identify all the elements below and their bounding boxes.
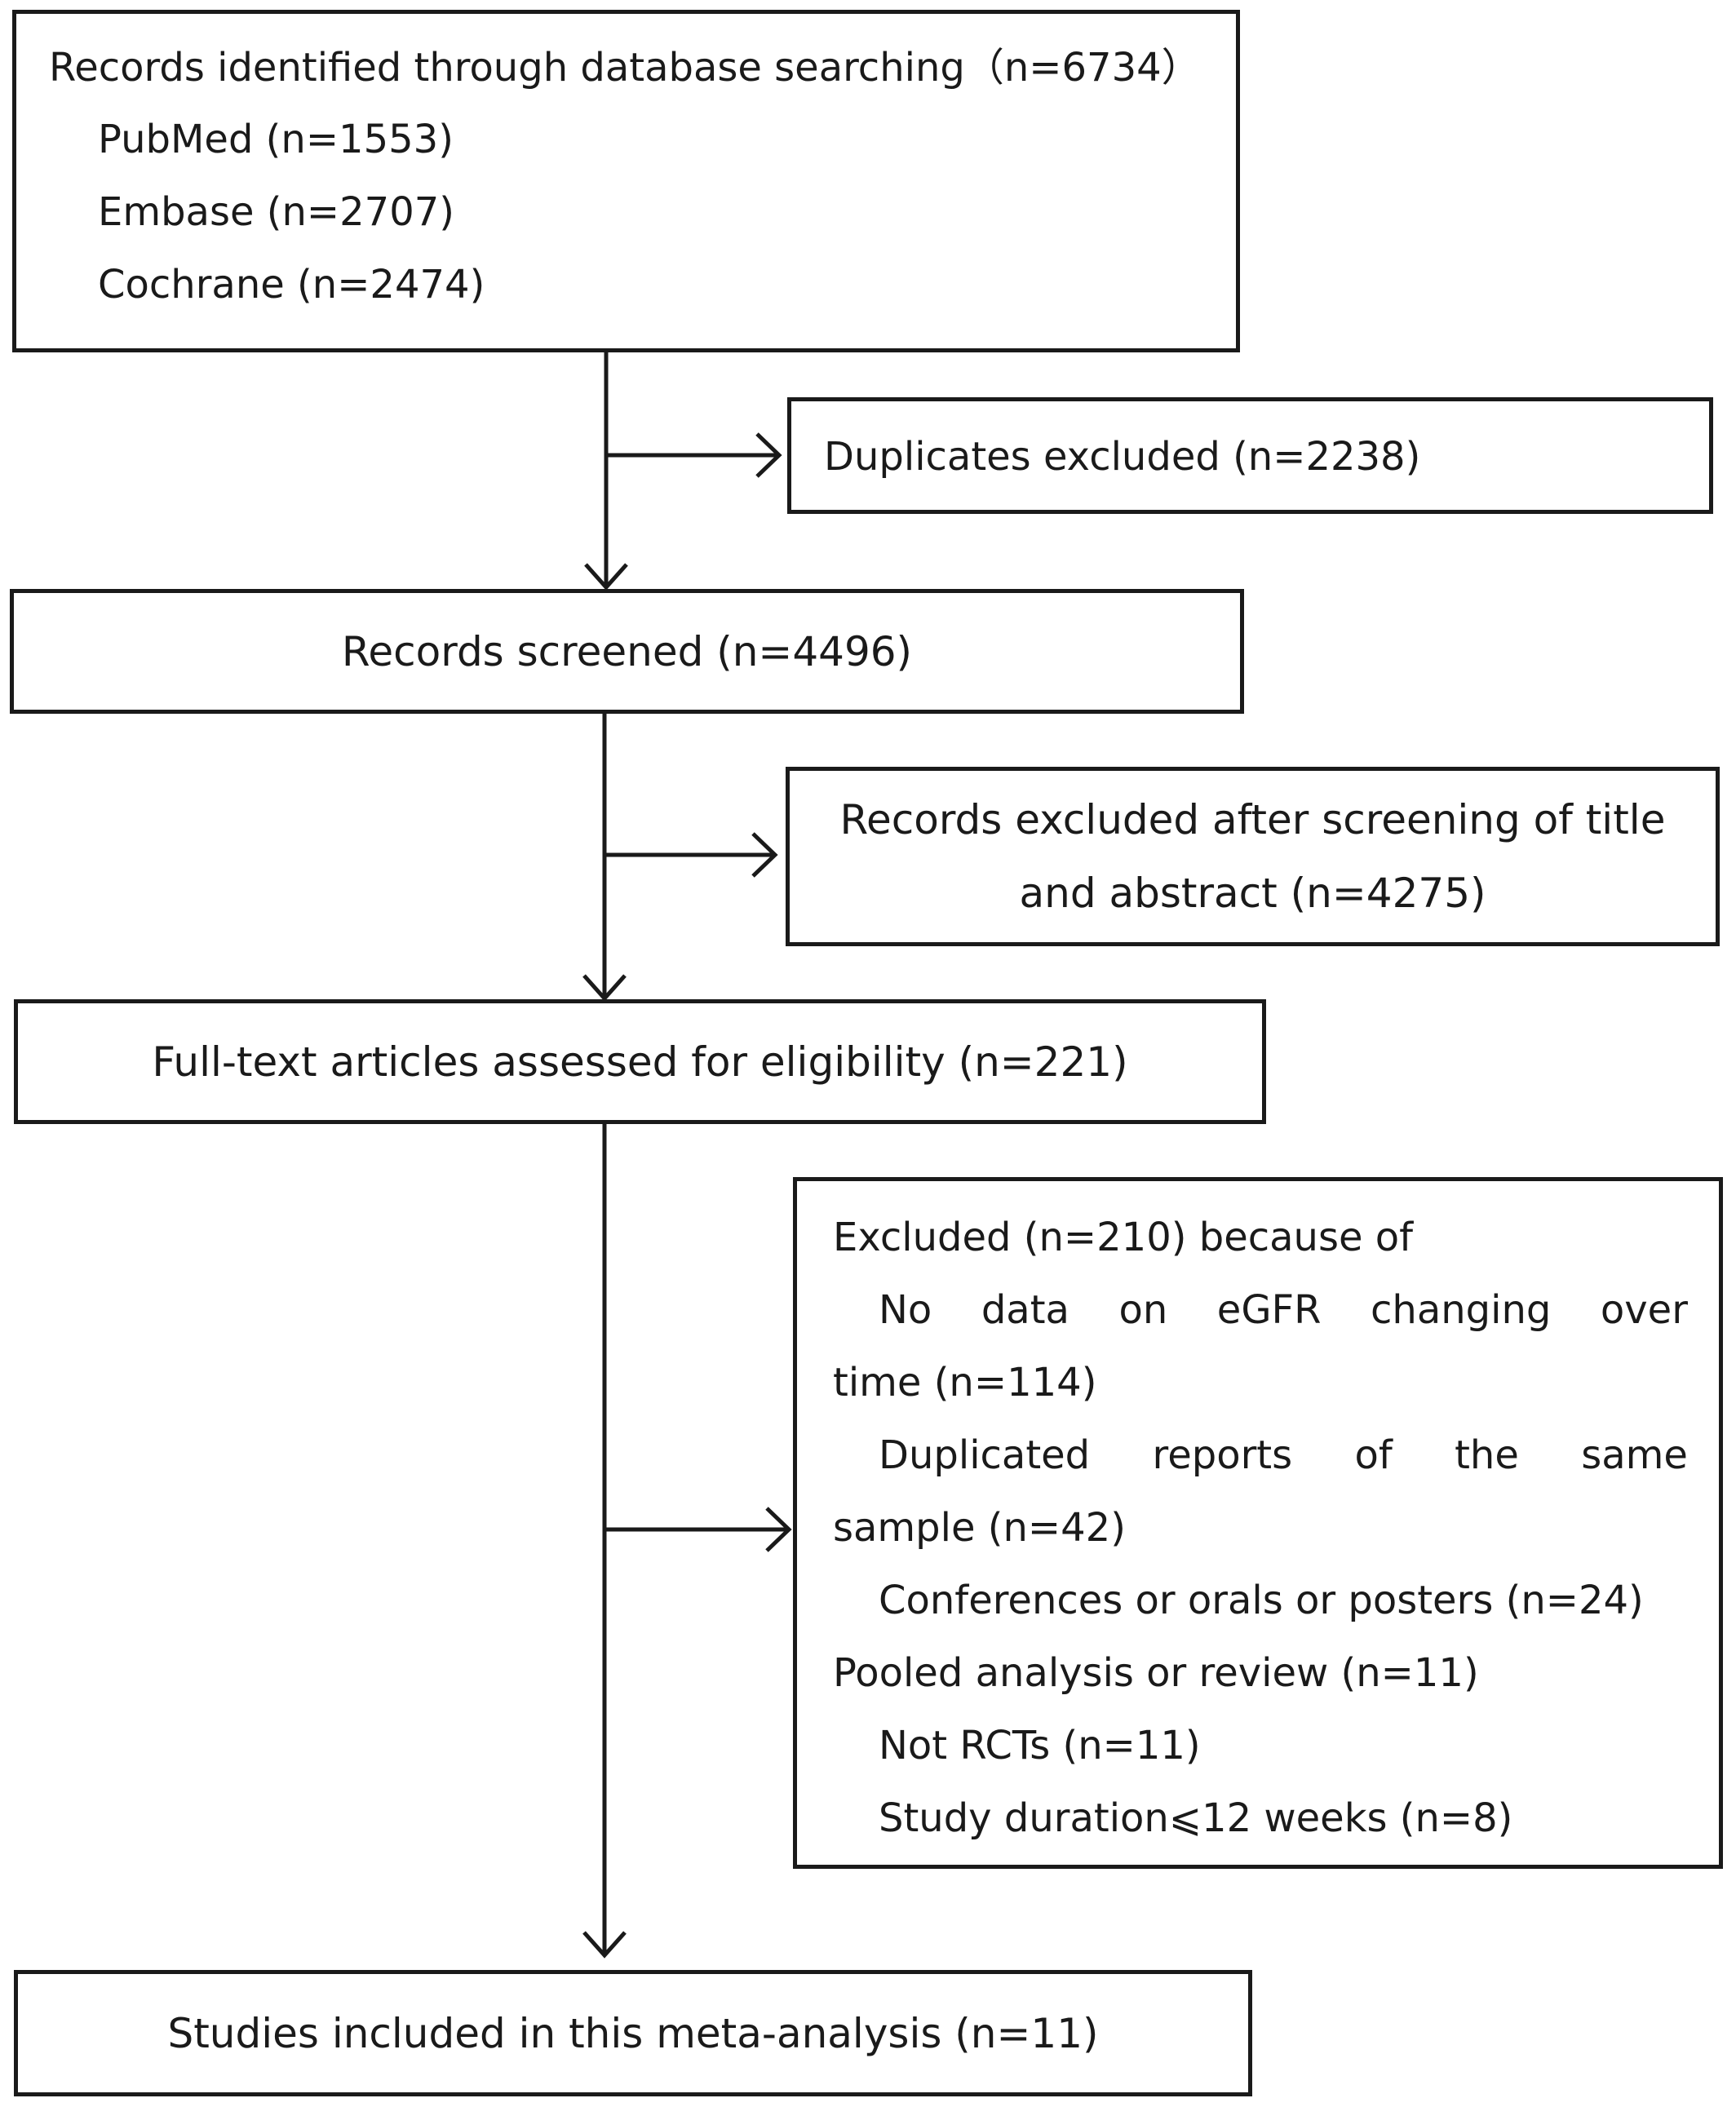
excluded-heading: Excluded (n=210) because of: [833, 1215, 1414, 1260]
arrowhead: [582, 974, 627, 1002]
source-embase: Embase (n=2707): [98, 189, 455, 235]
fulltext-excluded-box: Excluded (n=210) because of No data on e…: [793, 1177, 1723, 1869]
identification-box: Records identified through database sear…: [12, 10, 1240, 352]
included-box: Studies included in this meta-analysis (…: [14, 1970, 1252, 2096]
screen-excluded-line2: and abstract (n=4275): [1019, 870, 1486, 917]
reason-4: Pooled analysis or review (n=11): [833, 1650, 1479, 1696]
reason-2-line: Duplicated reports of the same: [879, 1432, 1688, 1478]
arrowhead: [751, 832, 778, 878]
reason-5: Not RCTs (n=11): [879, 1723, 1201, 1768]
reason-6: Study duration⩽12 weeks (n=8): [879, 1795, 1513, 1841]
identification-title: Records identified through database sear…: [49, 45, 1201, 91]
screen-excluded-box: Records excluded after screening of titl…: [786, 767, 1720, 946]
reason-1-tail: time (n=114): [833, 1360, 1097, 1405]
duplicates-label: Duplicates excluded (n=2238): [824, 434, 1421, 480]
screened-box: Records screened (n=4496): [10, 589, 1244, 714]
arrowhead: [584, 563, 628, 591]
source-pubmed: PubMed (n=1553): [98, 117, 454, 162]
reason-3: Conferences or orals or posters (n=24): [879, 1578, 1644, 1623]
reason-2-tail: sample (n=42): [833, 1505, 1126, 1551]
fulltext-label: Full-text articles assessed for eligibil…: [152, 1038, 1128, 1086]
included-label: Studies included in this meta-analysis (…: [167, 2009, 1099, 2057]
source-cochrane: Cochrane (n=2474): [98, 262, 485, 308]
duplicates-box: Duplicates excluded (n=2238): [787, 397, 1713, 514]
fulltext-box: Full-text articles assessed for eligibil…: [14, 999, 1266, 1124]
arrowhead: [582, 1931, 627, 1959]
screen-excluded-label: Records excluded after screening of titl…: [790, 783, 1716, 930]
screened-label: Records screened (n=4496): [341, 627, 913, 675]
reason-1-line: No data on eGFR changing over: [879, 1287, 1688, 1333]
arrowhead: [765, 1507, 792, 1552]
arrowhead: [755, 432, 782, 478]
screen-excluded-line1: Records excluded after screening of titl…: [839, 796, 1666, 843]
